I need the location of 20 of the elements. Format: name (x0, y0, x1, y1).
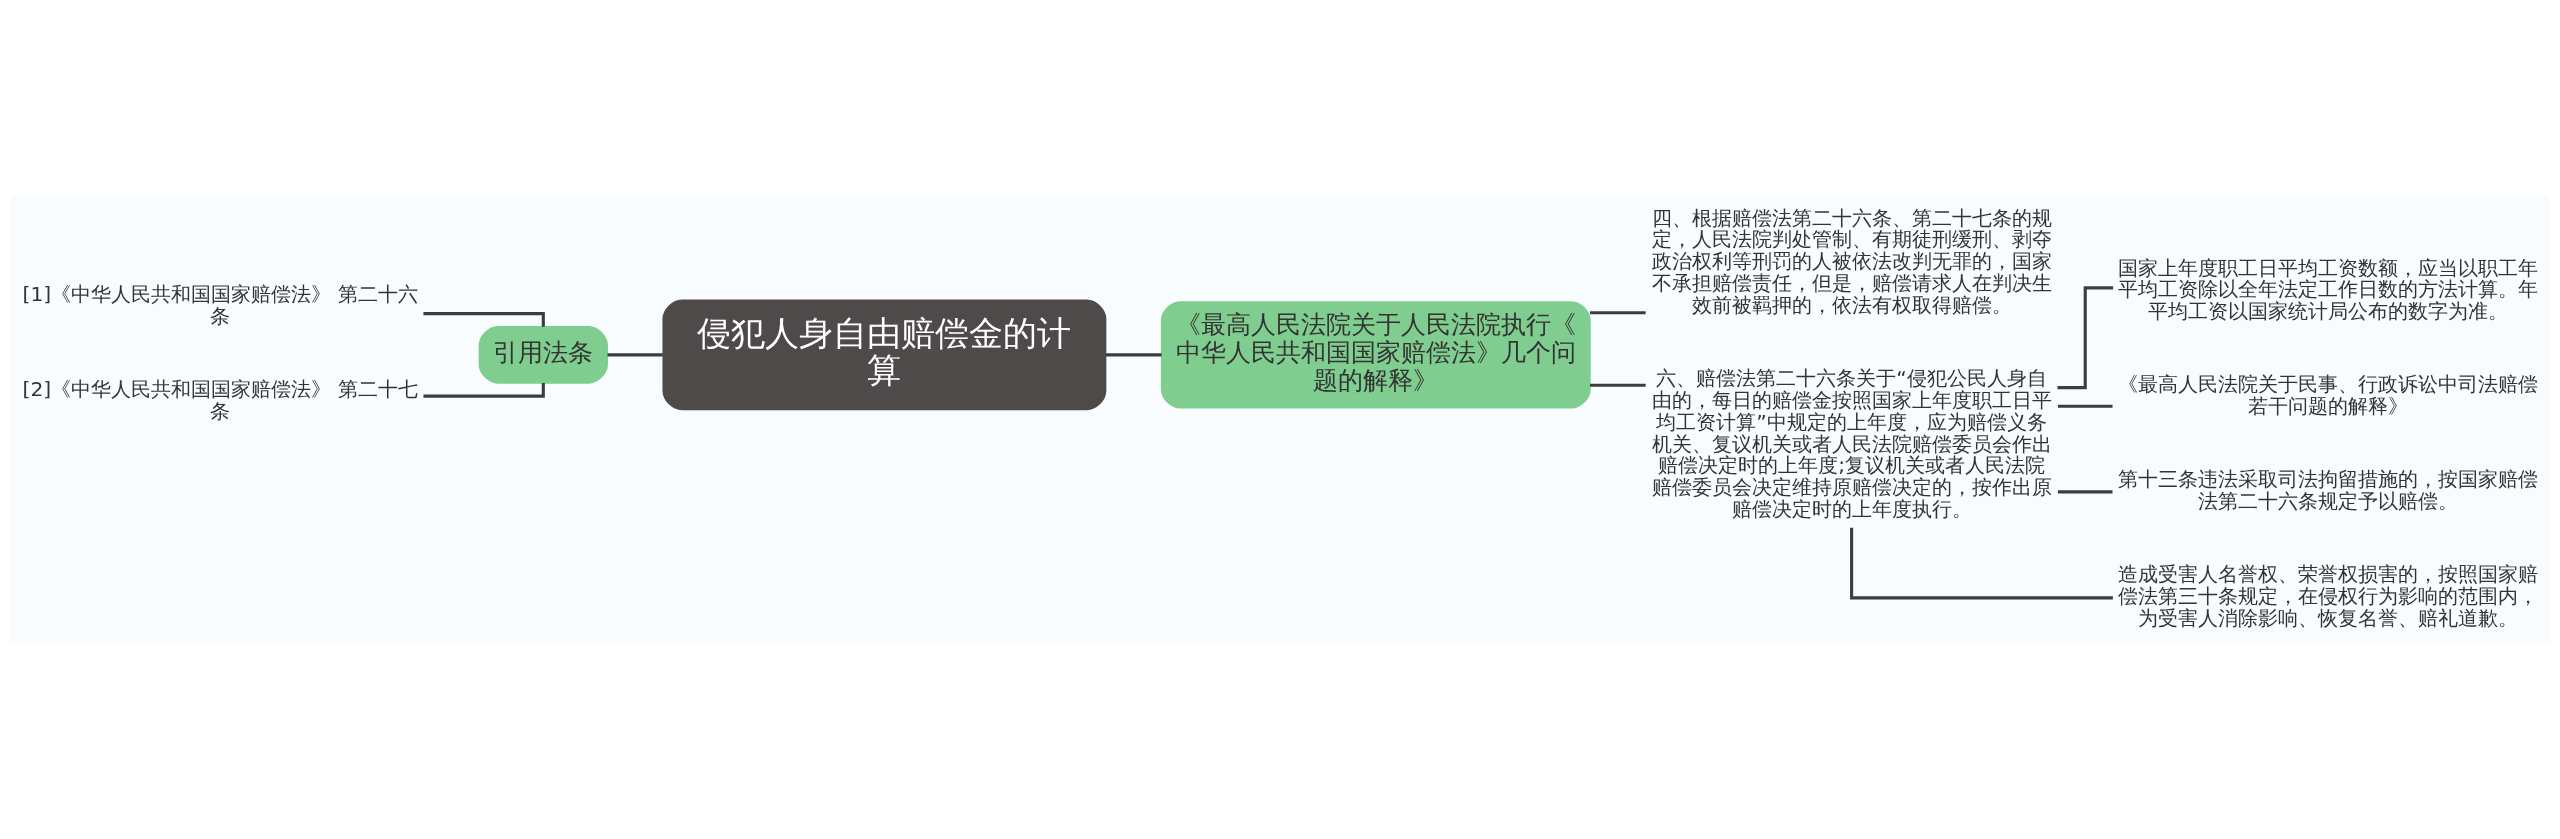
node-text: 国家上年度职工日平均工资数额，应当以职工年平均工资除以全年法定工作日数的方法计算。年平均工资以国家统计局公布的数字为准。 (2118, 255, 2539, 324)
connector (1590, 383, 1646, 387)
node-text: 《最高人民法院关于民事、行政诉讼中司法赔偿若干问题的解释》 (2118, 372, 2539, 419)
node-text: 第十三条违法采取司法拘留措施的，按国家赔偿法第二十六条规定予以赔偿。 (2118, 467, 2539, 514)
node-text: [2]《中华人民共和国国家赔偿法》 第二十七条 (22, 376, 418, 423)
connector (2057, 404, 2113, 408)
node-text: 造成受害人名誉权、荣誉权损害的，按照国家赔偿法第三十条规定，在侵权行为影响的范围内，为受害人消除影响、恢复名誉、赔礼道歉。 (2118, 562, 2539, 630)
connector (1590, 311, 1646, 315)
connector (2057, 490, 2113, 494)
connector (1850, 527, 2113, 600)
connector (607, 353, 663, 357)
connector (423, 312, 545, 327)
node-box: 侵犯人身自由赔偿金的计算 (662, 299, 1107, 411)
node-box: 《最高人民法院关于人民法院执行《中华人民共和国国家赔偿法》几个问题的解释》 (1160, 301, 1591, 409)
node-text: 六、赔偿法第二十六条关于“侵犯公民人身自由的，每日的赔偿金按照国家上年度职工日平均工资计算”中规定的上年度，应为赔偿义务机关、复议机关或者人民法院赔偿委员会作出赔偿决定时的上年度;复议机关或者人民法院赔偿委员会决定维持原赔偿决定的，按作出原赔偿决定时的上年度执行。 (1651, 366, 2052, 521)
node-text: 四、根据赔偿法第二十六条、第二十七条的规定，人民法院判处管制、有期徒刑缓刑、剥夺政治权利等刑罚的人被依法改判无罪的，国家不承担赔偿责任，但是，赔偿请求人在判决生效前被羁押的，依法有权取得赔偿。 (1651, 205, 2052, 317)
connector (423, 383, 545, 398)
node-box: 引用法条 (478, 326, 608, 384)
connector (1105, 353, 1162, 357)
node-text: [1]《中华人民共和国国家赔偿法》 第二十六条 (22, 281, 418, 328)
